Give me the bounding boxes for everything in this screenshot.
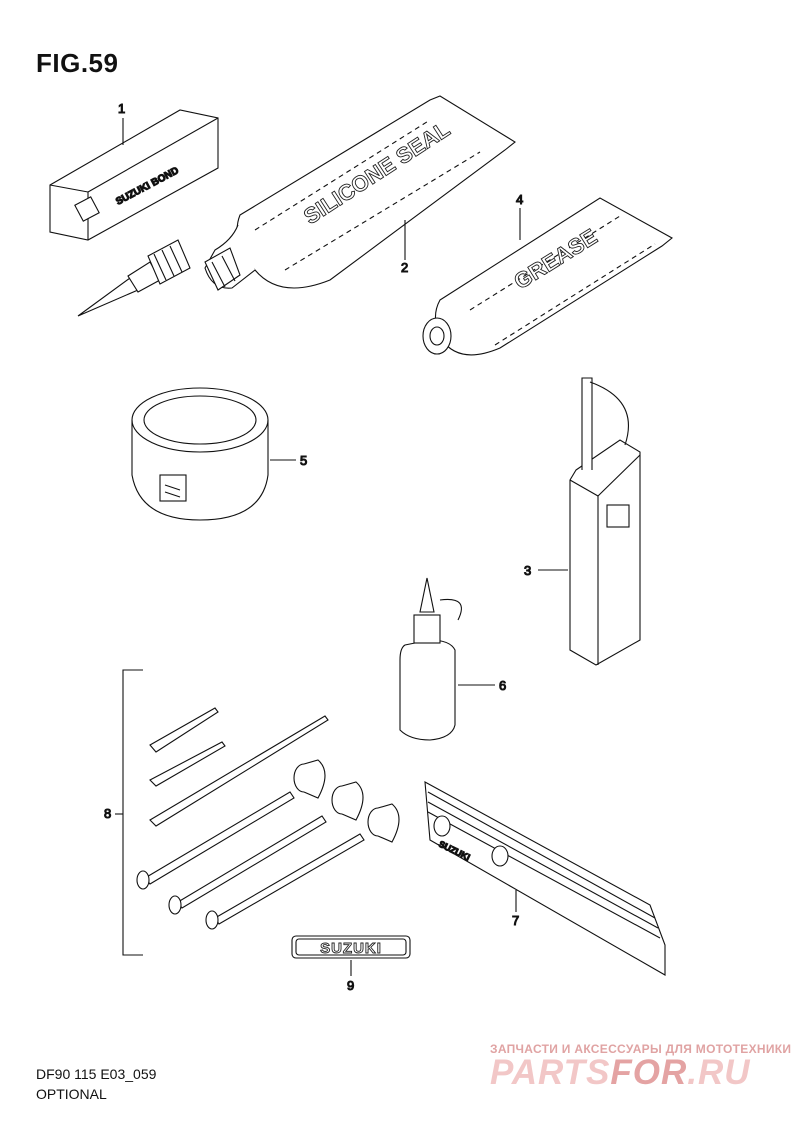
part-5-grease-can: 5 (131, 387, 308, 521)
emblem-label: SUZUKI (320, 940, 382, 957)
callout-4: 4 (516, 192, 523, 207)
callout-5: 5 (300, 453, 307, 468)
callout-8: 8 (104, 806, 111, 821)
watermark-logo: PARTSFOR.RU (490, 1053, 751, 1093)
watermark-tagline: ЗАПЧАСТИ И АКСЕССУАРЫ ДЛЯ МОТОТЕХНИКИ (490, 1042, 792, 1056)
callout-3: 3 (524, 563, 531, 578)
callout-7: 7 (512, 913, 519, 928)
callout-9: 9 (347, 978, 354, 993)
part-6-small-bottle: 6 (399, 577, 507, 741)
part-8-hardware-set: 8 (103, 669, 400, 956)
part-4-grease-tube: GREASE 4 (422, 191, 673, 356)
callout-2: 2 (401, 260, 408, 275)
part-3-oil-can: 3 (523, 377, 641, 666)
part-1-bond-box: SUZUKI BOND 1 (49, 100, 219, 241)
part-1-nozzle (77, 239, 191, 317)
watermark-brand-c: .RU (687, 1053, 751, 1092)
diagram-subtitle: OPTIONAL (36, 1086, 107, 1102)
diagram-code: DF90 115 E03_059 (36, 1066, 157, 1082)
part-9-suzuki-emblem: SUZUKI 9 (291, 935, 411, 994)
watermark-brand-b: FOR (610, 1053, 688, 1092)
part-2-silicone-seal-tube: SILICONE SEAL 2 (204, 95, 516, 291)
callout-6: 6 (499, 678, 506, 693)
callout-1: 1 (118, 101, 125, 116)
watermark-brand-a: PARTS (490, 1053, 611, 1092)
figure-title: FIG.59 (36, 48, 119, 78)
part-7-trim-plate: SUZUKI 7 (424, 781, 666, 976)
